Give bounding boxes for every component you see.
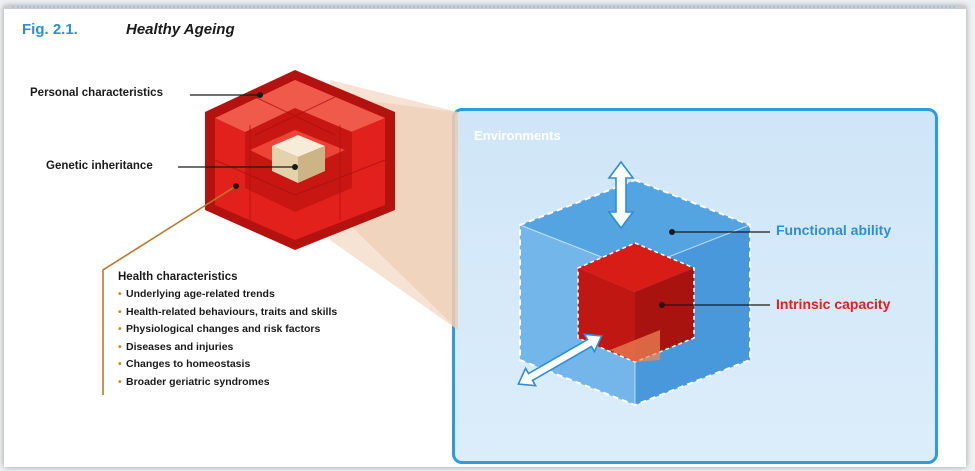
top-divider — [12, 6, 955, 8]
health-characteristics: Health characteristics Underlying age-re… — [118, 271, 337, 392]
list-item: Diseases and injuries — [118, 339, 337, 357]
health-characteristics-title: Health characteristics — [118, 271, 238, 283]
red-cube-top — [578, 243, 694, 292]
genetic-inheritance-label: Genetic inheritance — [46, 160, 153, 172]
list-item: Health-related behaviours, traits and sk… — [118, 304, 337, 322]
figure-number: Fig. 2.1. — [22, 21, 78, 38]
diagonal-double-arrow — [517, 333, 603, 387]
functional-ability-dot — [669, 229, 675, 235]
functional-ability-label: Functional ability — [776, 222, 892, 238]
genetic-cube — [272, 135, 325, 183]
genetic-dot — [292, 164, 298, 170]
vertical-double-arrow — [607, 160, 635, 230]
list-item: Underlying age-related trends — [118, 286, 337, 304]
intrinsic-capacity-label: Intrinsic capacity — [776, 296, 891, 312]
figure-title: Healthy Ageing — [126, 21, 235, 38]
personal-dot — [257, 92, 263, 98]
hexagon-grid — [214, 96, 386, 220]
health-leader — [102, 185, 237, 395]
list-item: Changes to homeostasis — [118, 356, 337, 374]
intrinsic-capacity-cube — [577, 242, 695, 363]
environments-label: Environments — [474, 128, 561, 143]
personal-characteristics-label: Personal characteristics — [30, 87, 163, 99]
health-characteristics-list: Underlying age-related trends Health-rel… — [118, 286, 337, 392]
health-dot — [233, 183, 239, 189]
intrinsic-capacity-dot — [659, 302, 665, 308]
list-item: Broader geriatric syndromes — [118, 374, 337, 392]
list-item: Physiological changes and risk factors — [118, 321, 337, 339]
personal-characteristics-hexagon — [205, 70, 395, 250]
red-cube-glow — [610, 330, 660, 362]
